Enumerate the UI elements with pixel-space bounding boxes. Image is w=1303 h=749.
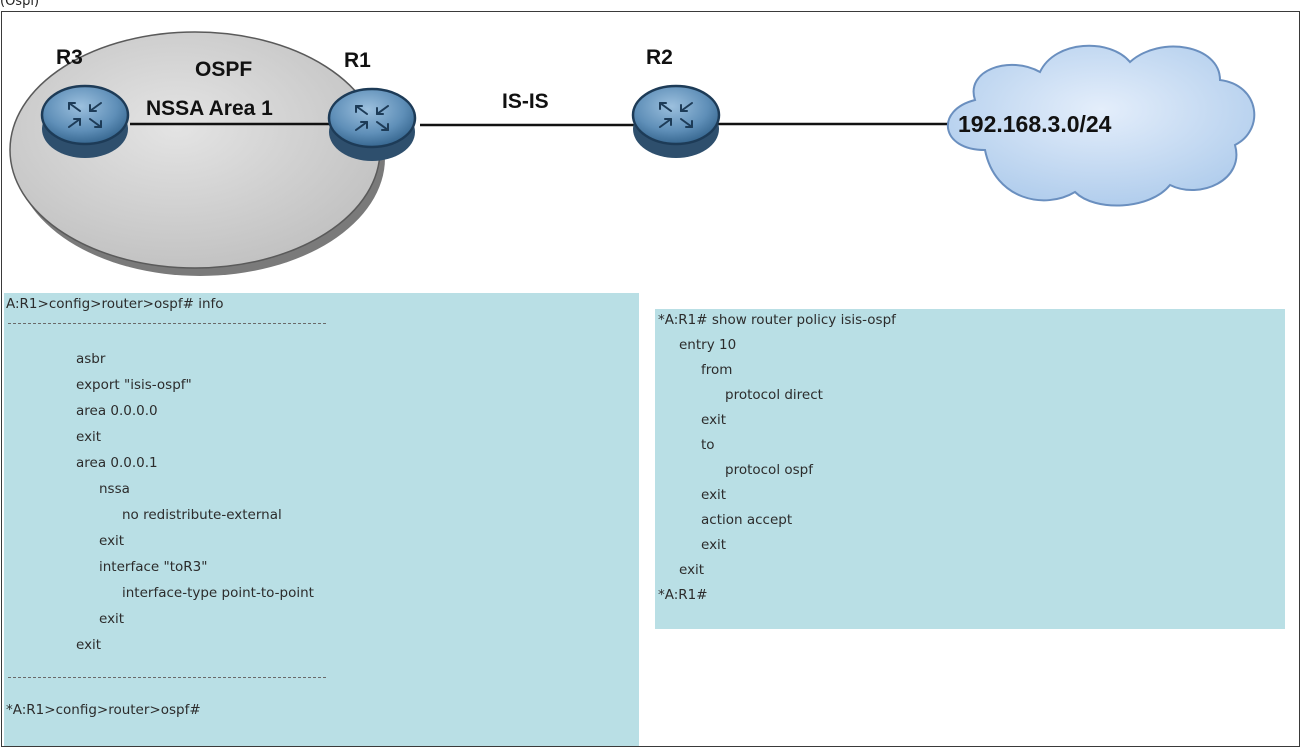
- router-r1-icon: [327, 87, 417, 163]
- policy-line: action accept: [701, 512, 793, 528]
- network-topology: R3 OSPF R1 NSSA Area 1 IS-IS R2 192.168.…: [9, 31, 1256, 276]
- dashed-separator: [8, 677, 326, 678]
- policy-output-panel: *A:R1# show router policy isis-ospf entr…: [655, 309, 1285, 629]
- ospf-config-prompt: A:R1>config>router>ospf# info: [6, 296, 224, 312]
- config-line: area 0.0.0.1: [76, 455, 158, 471]
- ospf-area-title: OSPF: [195, 58, 252, 81]
- config-line: nssa: [99, 481, 130, 497]
- policy-line: exit: [701, 537, 727, 553]
- policy-line: to: [701, 437, 715, 453]
- policy-prompt: *A:R1# show router policy isis-ospf: [658, 312, 896, 328]
- ospf-area-subtitle: NSSA Area 1: [146, 97, 273, 120]
- router-r3-label: R3: [56, 46, 83, 69]
- policy-line: from: [701, 362, 733, 378]
- config-line: no redistribute-external: [122, 507, 282, 523]
- policy-line: protocol ospf: [725, 462, 813, 478]
- isis-link-label: IS-IS: [502, 90, 549, 113]
- config-line: exit: [99, 611, 125, 627]
- config-line: asbr: [76, 351, 106, 367]
- network-cloud: [947, 44, 1256, 207]
- config-line: interface-type point-to-point: [122, 585, 314, 601]
- config-line: exit: [76, 637, 102, 653]
- network-prefix-label: 192.168.3.0/24: [958, 111, 1112, 137]
- router-r2-icon: [631, 84, 721, 160]
- ospf-config-end-prompt: *A:R1>config>router>ospf#: [6, 702, 201, 718]
- config-line: area 0.0.0.0: [76, 403, 158, 419]
- ospf-config-panel: A:R1>config>router>ospf# info asbr expor…: [4, 293, 639, 746]
- top-fragment-text: (Ospi): [0, 0, 40, 9]
- policy-line: exit: [701, 412, 727, 428]
- policy-line: entry 10: [679, 337, 737, 353]
- policy-line: exit: [679, 562, 705, 578]
- policy-end-prompt: *A:R1#: [658, 587, 708, 603]
- config-line: exit: [99, 533, 125, 549]
- router-r2-label: R2: [646, 46, 673, 69]
- config-line: export "isis-ospf": [76, 377, 192, 393]
- router-r1-label: R1: [344, 49, 371, 72]
- policy-line: protocol direct: [725, 387, 823, 403]
- policy-line: exit: [701, 487, 727, 503]
- router-r3-icon: [40, 84, 130, 160]
- dashed-separator: [8, 323, 326, 324]
- config-line: exit: [76, 429, 102, 445]
- config-line: interface "toR3": [99, 559, 208, 575]
